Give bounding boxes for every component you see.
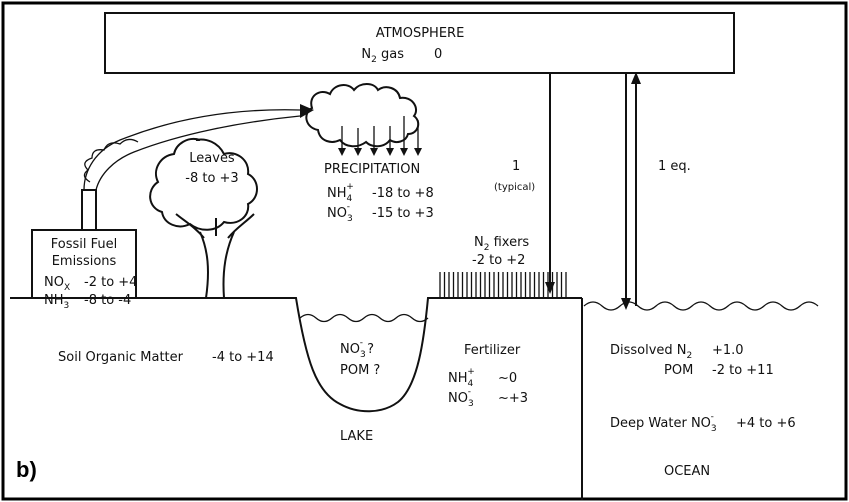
- leaves-title: Leaves: [189, 151, 235, 166]
- fossil-nox-label: NOX: [44, 275, 70, 293]
- lake-pom: POM ?: [340, 363, 380, 378]
- ocean-label: OCEAN: [664, 464, 710, 479]
- fossil-nh3-value: -8 to -4: [84, 293, 131, 308]
- flux-down-note: (typical): [494, 182, 535, 193]
- fert-nh4-value: ~0: [498, 371, 517, 386]
- rain-arrow-heads: [338, 148, 422, 156]
- ocean-dissolved-label: Dissolved N2: [610, 343, 692, 361]
- tree-canopy: [149, 138, 258, 231]
- atmosphere-box: [104, 12, 735, 74]
- panel-label: b): [16, 457, 37, 482]
- tree-trunk: [175, 213, 255, 299]
- eq-arrow-up-head: [631, 72, 641, 84]
- smoke-arrow-head: [300, 104, 314, 118]
- smoke-plume-upper: [83, 109, 301, 191]
- lake-label: LAKE: [340, 429, 373, 444]
- ocean-pom-label: POM: [664, 363, 693, 378]
- fossil-nox-value: -2 to +4: [84, 275, 137, 290]
- precip-nh4-value: -18 to +8: [372, 186, 434, 201]
- atmosphere-n2-label: N2 gas: [361, 47, 404, 65]
- fossil-line1: Fossil Fuel: [51, 237, 118, 252]
- fert-no3-label: NO3-: [448, 387, 474, 409]
- flux-down-value: 1: [512, 159, 520, 174]
- precip-no3-label: NO3-: [327, 202, 353, 224]
- ocean-dissolved-value: +1.0: [712, 343, 744, 358]
- fossil-line2: Emissions: [52, 254, 117, 269]
- rain-cloud: [305, 83, 420, 148]
- rain-arrows: [341, 116, 419, 150]
- n2-fixers-value: -2 to +2: [472, 253, 525, 268]
- fossil-fuel-box: [31, 229, 137, 299]
- soil-label: Soil Organic Matter: [58, 350, 184, 365]
- atmosphere-title: ATMOSPHERE: [376, 26, 465, 41]
- ocean-deep-value: +4 to +6: [736, 416, 796, 431]
- lake-no3-label: NO3- ?: [340, 338, 374, 360]
- ocean-deep-label: Deep Water NO3-: [610, 412, 717, 434]
- fert-no3-value: ~+3: [498, 391, 528, 406]
- smoke-plume-lower: [95, 115, 301, 191]
- chimney: [81, 189, 97, 230]
- lake-waves: [299, 313, 429, 323]
- atmosphere-n2-value: 0: [434, 47, 442, 62]
- soil-value: -4 to +14: [212, 350, 274, 365]
- fert-nh4-label: NH4+: [448, 367, 475, 389]
- ocean-waves: [583, 301, 819, 311]
- fertilizer-title: Fertilizer: [464, 343, 521, 358]
- n2-fixer-grass: [439, 272, 567, 298]
- deposition-arrow-head: [545, 282, 555, 294]
- fossil-nh3-label: NH3: [44, 293, 69, 311]
- flux-eq-value: 1 eq.: [658, 159, 691, 174]
- eq-arrow-down-head: [621, 298, 631, 310]
- precipitation-title: PRECIPITATION: [324, 162, 420, 177]
- smoke-puffs: [83, 138, 139, 183]
- precip-nh4-label: NH4+: [327, 182, 354, 204]
- n2-fixers-title: N2 fixers: [474, 235, 529, 253]
- precip-no3-value: -15 to +3: [372, 206, 434, 221]
- leaves-value: -8 to +3: [185, 171, 238, 186]
- land-surface-line: [10, 297, 582, 413]
- ocean-pom-value: -2 to +11: [712, 363, 774, 378]
